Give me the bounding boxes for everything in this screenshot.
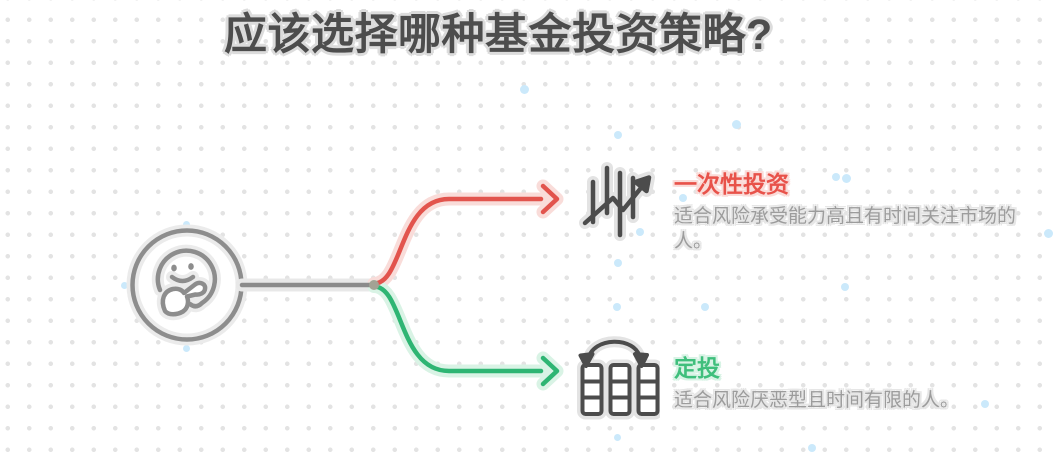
decor-blue-dot (1043, 228, 1053, 238)
decor-blue-dot (841, 173, 851, 183)
decor-blue-dot (731, 119, 741, 129)
decor-blue-dot (614, 131, 622, 139)
branch-desc-regular-investment: 适合风险厌恶型且时间有限的人。 (674, 390, 960, 411)
decor-blue-dot (614, 259, 622, 267)
red-branch-arrow (371, 196, 544, 286)
cycle-right-arrowhead-icon (633, 352, 649, 368)
green-arrowhead-icon (540, 355, 560, 387)
branch-connectors (235, 179, 564, 391)
green-branch-arrow (371, 284, 544, 374)
red-arrowhead-icon (540, 183, 560, 215)
decor-blue-dot (701, 303, 709, 311)
decor-blue-dot (519, 84, 529, 94)
decor-blue-dot (841, 283, 849, 291)
branch-label-regular-investment: 定投 (674, 355, 720, 381)
cycle-left-arrowhead-icon (578, 352, 595, 368)
recurring-investment-icon (577, 336, 660, 420)
decor-blue-dot (808, 444, 816, 452)
right-eye (188, 263, 194, 270)
decor-blue-dot (613, 433, 621, 441)
left-eye (171, 264, 177, 272)
decor-blue-dot (832, 173, 840, 181)
branch-label-lump-sum: 一次性投资 (674, 171, 789, 197)
branch-junction-dot (369, 280, 379, 290)
page-title: 应该选择哪种基金投资策略? (224, 11, 773, 59)
branch-desc-lump-sum: 适合风险承受能力高且有时间关注市场的人。 (674, 206, 1017, 252)
stock-chart-icon (579, 162, 655, 241)
decor-blue-dot (613, 303, 621, 311)
